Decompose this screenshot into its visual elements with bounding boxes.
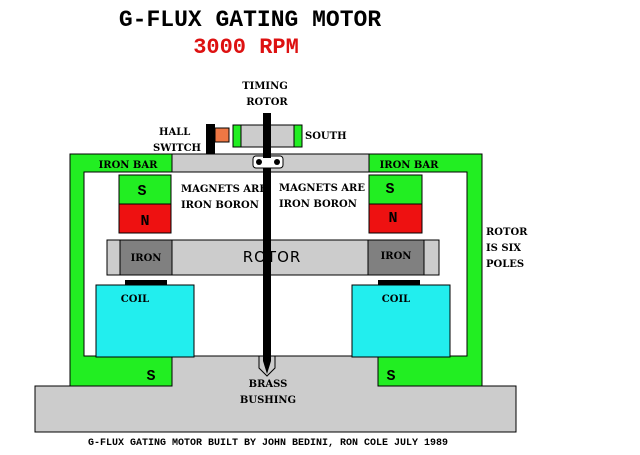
- hall-switch-label-1: HALL: [159, 127, 190, 138]
- timing-rotor-magnet-left: [232, 124, 242, 148]
- rotor-label: ROTOR: [243, 248, 302, 266]
- hall-switch-body: [206, 124, 215, 154]
- diagram-title: G-FLUX GATING MOTOR: [119, 7, 381, 33]
- hall-switch-sensor: [214, 127, 230, 143]
- rotor-iron-left-label: IRON: [131, 253, 162, 264]
- timing-rotor-label-2: ROTOR: [246, 97, 288, 108]
- magnet-left-s-label: S: [137, 183, 146, 200]
- rotor-poles-note-1: ROTOR: [486, 227, 528, 238]
- south-marker-label: SOUTH: [305, 131, 347, 142]
- coil-right-label: COIL: [382, 294, 410, 305]
- magnet-left-south: [118, 174, 172, 205]
- shaft: [263, 113, 271, 361]
- coil-right-cap: [378, 280, 420, 285]
- timing-rotor-magnet-right: [293, 124, 303, 148]
- magnet-right-north: [368, 203, 423, 234]
- magnets-note-right-1: MAGNETS ARE: [279, 183, 365, 194]
- magnet-right-s-label: S: [385, 181, 394, 198]
- rotor-iron-left: [119, 239, 173, 276]
- magnet-right-n-label: N: [388, 210, 397, 227]
- magnets-note-left-1: MAGNETS ARE: [181, 184, 267, 195]
- pole-left-s-label: S: [146, 368, 155, 385]
- rotor-iron-right: [367, 239, 425, 276]
- iron-bar-right-label: IRON BAR: [380, 160, 440, 171]
- shaft-tip: [263, 361, 271, 374]
- timing-rotor-label-1: TIMING: [242, 81, 288, 92]
- coil-left-cap: [125, 280, 167, 285]
- pole-right-s-label: S: [386, 368, 395, 385]
- hall-switch-label-2: SWITCH: [153, 143, 201, 154]
- brass-bushing-label-2: BUSHING: [240, 395, 296, 406]
- footer-credit: G-FLUX GATING MOTOR BUILT BY JOHN BEDINI…: [88, 438, 448, 449]
- magnet-left-n-label: N: [140, 213, 149, 230]
- diagram-subtitle: 3000 RPM: [193, 35, 299, 60]
- rotor-poles-note-3: POLES: [486, 259, 524, 270]
- magnet-left-north: [118, 203, 172, 234]
- coil-left: [95, 284, 195, 358]
- iron-bar-left-label: IRON BAR: [99, 160, 159, 171]
- shaft-upper: [263, 113, 271, 158]
- coil-right: [351, 284, 451, 358]
- rotor-iron-right-label: IRON: [381, 251, 412, 262]
- coil-left-label: COIL: [121, 294, 149, 305]
- rotor-poles-note-2: IS SIX: [486, 243, 521, 254]
- bearing-ball-right: [274, 159, 280, 165]
- bearing-ball-left: [256, 159, 262, 165]
- bushing-groove: [258, 356, 276, 377]
- magnets-note-left-2: IRON BORON: [181, 200, 259, 211]
- magnet-right-south: [368, 174, 423, 205]
- magnets-note-right-2: IRON BORON: [279, 199, 357, 210]
- base-plate: [34, 385, 517, 433]
- brass-bushing-label-1: BRASS: [249, 379, 288, 390]
